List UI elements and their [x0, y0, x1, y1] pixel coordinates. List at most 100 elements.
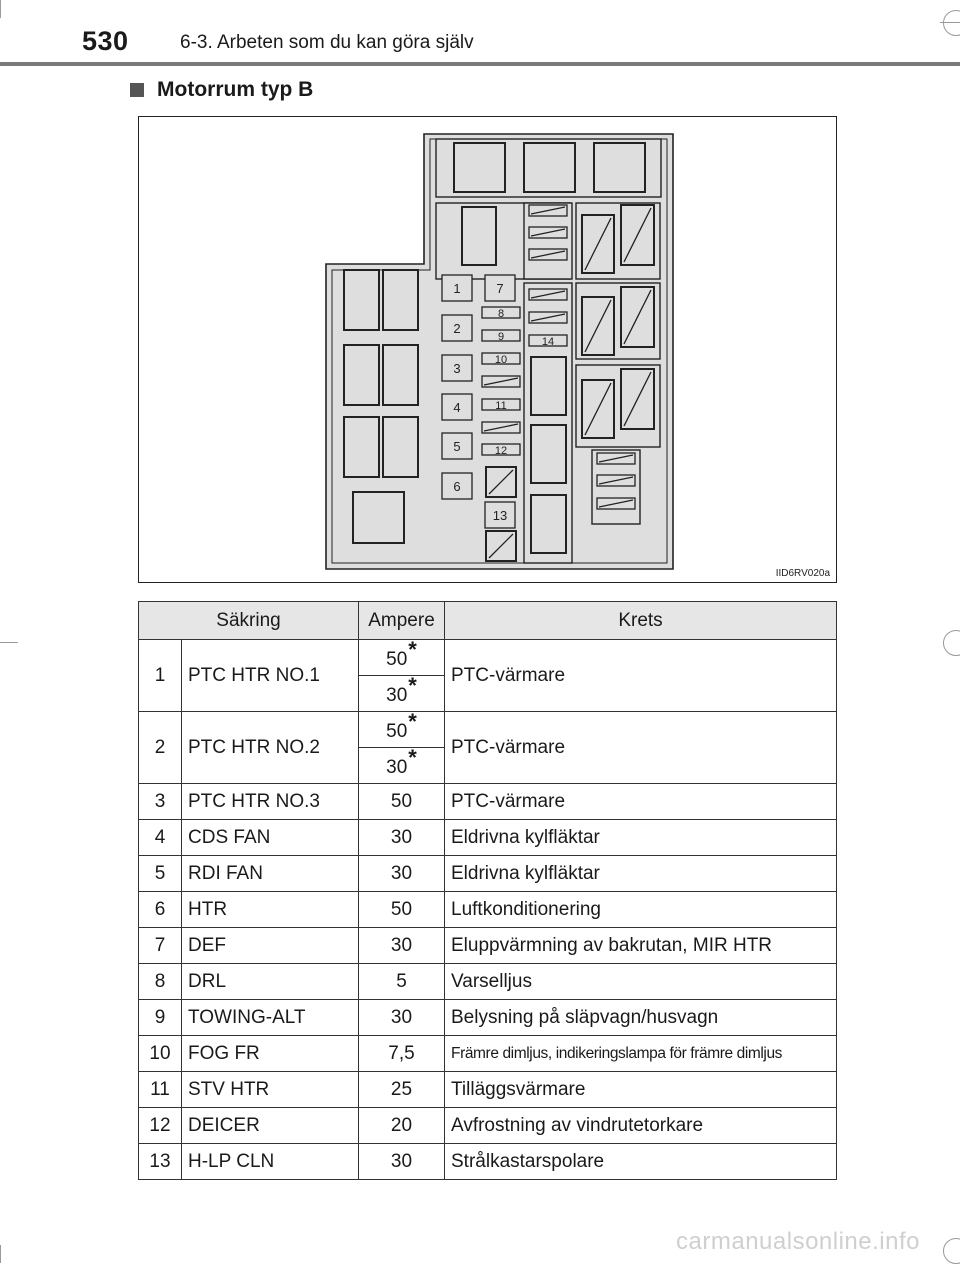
fuse-slot: [481, 398, 521, 411]
fuse-name-cell: FOG FR: [181, 1035, 359, 1072]
footnote-mark: *: [408, 672, 417, 698]
large-fuse: [382, 269, 419, 331]
relay-element: [623, 371, 652, 427]
relay-block: [593, 142, 646, 193]
fuse-slot: [481, 306, 521, 319]
fuse-number-cell: 5: [138, 855, 182, 892]
fuse-number-cell: 10: [138, 1035, 182, 1072]
relay: [581, 214, 615, 274]
fuse-number-cell: 9: [138, 999, 182, 1036]
ampere-value: 50: [386, 720, 408, 742]
fuse-label: 10: [495, 354, 507, 366]
ampere-value: 50: [390, 898, 413, 920]
fuse-name-cell: HTR: [181, 891, 359, 928]
relay: [620, 286, 655, 348]
fuse-label: 9: [498, 331, 504, 343]
ampere-cell: 30: [358, 819, 445, 856]
tall-fuse: [530, 424, 567, 484]
fuse-element: [598, 499, 634, 508]
chapter-title: 6-3. Arbeten som du kan göra själv: [180, 32, 474, 53]
ampere-cell: 50: [358, 891, 445, 928]
fuse-slot: [441, 274, 473, 302]
fuse-slot: [481, 329, 521, 342]
column-header-fuse: Säkring: [138, 601, 359, 640]
fuse-slot: [528, 334, 568, 347]
housing-inner-outline: [331, 138, 668, 564]
fuse-label: 5: [453, 439, 460, 454]
fuse-slot: [484, 274, 516, 302]
fuse-number-cell: 8: [138, 963, 182, 1000]
fuse-element: [598, 454, 634, 463]
ampere-cell: 30: [358, 927, 445, 964]
relay-element: [488, 533, 514, 559]
ampere-cell: 20: [358, 1107, 445, 1144]
relay-element: [584, 217, 612, 271]
fuse-slot: [481, 443, 521, 456]
fuse-number-cell: 4: [138, 819, 182, 856]
fuse-element: [530, 206, 566, 215]
circuit-cell: PTC-värmare: [444, 783, 837, 820]
fuse-number-cell: 7: [138, 927, 182, 964]
fuse-number-cell: 3: [138, 783, 182, 820]
fuse-name-cell: STV HTR: [181, 1071, 359, 1108]
ampere-cell: 7,5: [358, 1035, 445, 1072]
fuse-label: 2: [453, 321, 460, 336]
ampere-value: 7,5: [388, 1042, 415, 1064]
fuse-label: 1: [453, 281, 460, 296]
ampere-value: 20: [390, 1114, 413, 1136]
circuit-cell: PTC-värmare: [444, 711, 837, 784]
large-fuse: [382, 416, 419, 478]
circuit-cell: Luftkonditionering: [444, 891, 837, 928]
crop-mark: [0, 642, 18, 643]
fuse-element: [483, 423, 519, 432]
ampere-value: 30: [390, 1150, 413, 1172]
relay: [620, 204, 655, 266]
circuit-cell: Eldrivna kylfläktar: [444, 819, 837, 856]
large-fuse: [352, 491, 405, 544]
large-fuse: [343, 269, 380, 331]
large-fuse: [343, 344, 380, 406]
fuse-slot: [484, 501, 516, 529]
fuse-number-cell: 12: [138, 1107, 182, 1144]
table-row: 30*: [139, 745, 837, 784]
crop-mark: [0, 1245, 1, 1263]
fuse-number-cell: 11: [138, 1071, 182, 1108]
ampere-cell: 30*: [358, 745, 445, 784]
relay-element: [623, 289, 652, 345]
page-number: 530: [82, 26, 129, 56]
fuse-label: 4: [453, 400, 460, 415]
footnote-mark: *: [408, 708, 417, 734]
figure-code: IID6RV020a: [775, 568, 830, 579]
fuse-element: [530, 228, 566, 237]
column-header-circuit: Krets: [444, 601, 837, 640]
watermark: carmanualsonline.info: [676, 1228, 920, 1255]
fuse-element: [530, 313, 566, 322]
ampere-cell: 50: [358, 783, 445, 820]
fuse-slot: [441, 393, 473, 421]
fuse-number-cell: 13: [138, 1143, 182, 1180]
relay-element: [584, 382, 612, 436]
ampere-cell: 30*: [358, 672, 445, 712]
ampere-cell: 5: [358, 963, 445, 1000]
relay-element: [488, 469, 514, 495]
tall-fuse: [530, 494, 567, 554]
fuse-element: [530, 250, 566, 259]
large-fuse: [343, 416, 380, 478]
circuit-cell: Belysning på släpvagn/husvagn: [444, 999, 837, 1036]
circuit-cell: Tilläggsvärmare: [444, 1071, 837, 1108]
